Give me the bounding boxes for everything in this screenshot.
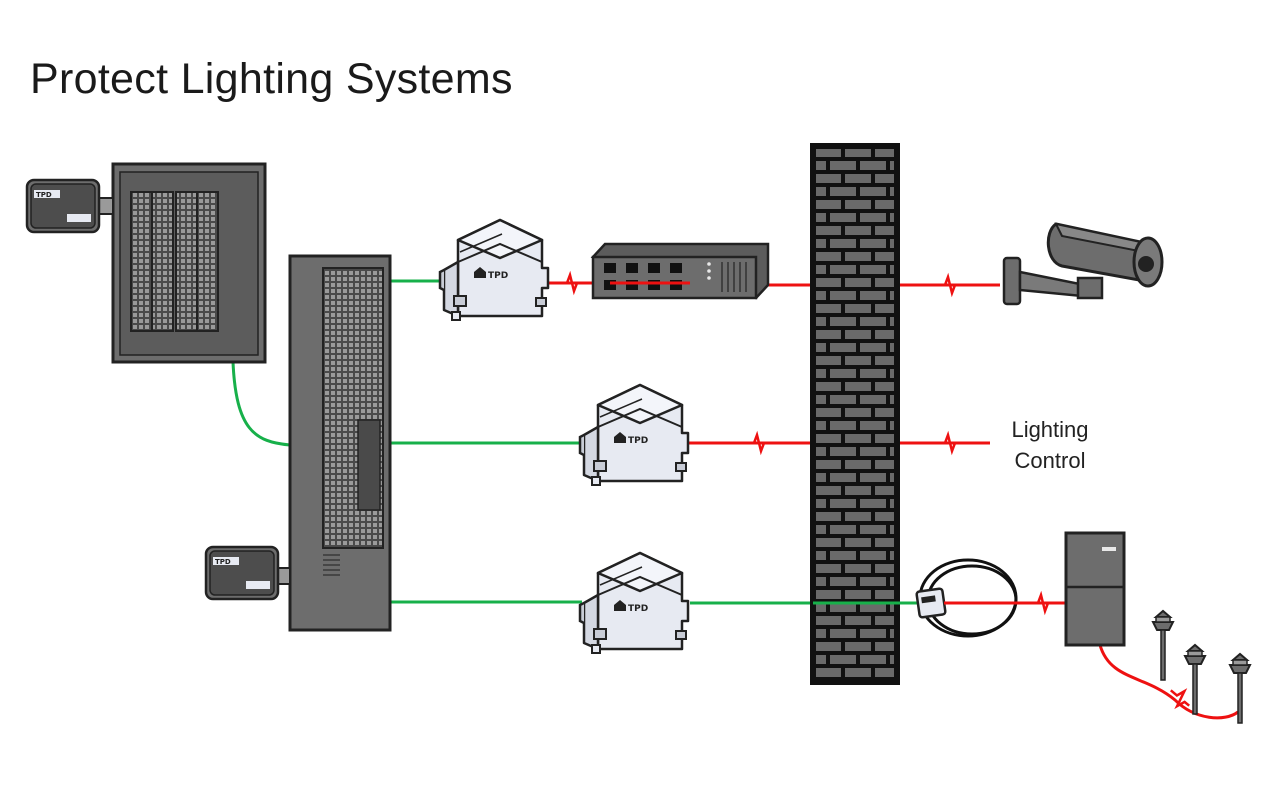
surge-symbol-icon [935, 275, 963, 295]
lighting-control-label-line1: Lighting [1011, 417, 1088, 442]
surge-symbol-icon [1028, 593, 1056, 613]
tpd-module-icon [578, 551, 690, 655]
surge-symbol-icon [557, 273, 585, 293]
wire-cabinet-to-lamps [1098, 644, 1239, 720]
distribution-panel-icon [288, 254, 392, 632]
tpd-module-icon [578, 383, 690, 487]
lighting-control-label-line2: Control [1015, 448, 1086, 473]
surge-symbol-icon [744, 433, 772, 453]
surge-sensor-icon [204, 545, 280, 601]
surge-symbol-icon [935, 433, 963, 453]
breaker-panel-icon [111, 162, 267, 364]
page-title: Protect Lighting Systems [30, 55, 513, 103]
cabinet-icon [1064, 531, 1126, 647]
surge-sensor-icon [25, 178, 101, 234]
wire-panel-to-distribution [231, 361, 291, 447]
tpd-module-icon [438, 218, 550, 322]
lamp-post-icon [1152, 610, 1174, 681]
lamp-post-icon [1229, 653, 1251, 724]
security-camera-icon [1002, 222, 1164, 306]
cable-coil-icon [915, 558, 1018, 638]
brick-wall-icon [810, 143, 900, 685]
network-switch-icon [590, 242, 770, 300]
